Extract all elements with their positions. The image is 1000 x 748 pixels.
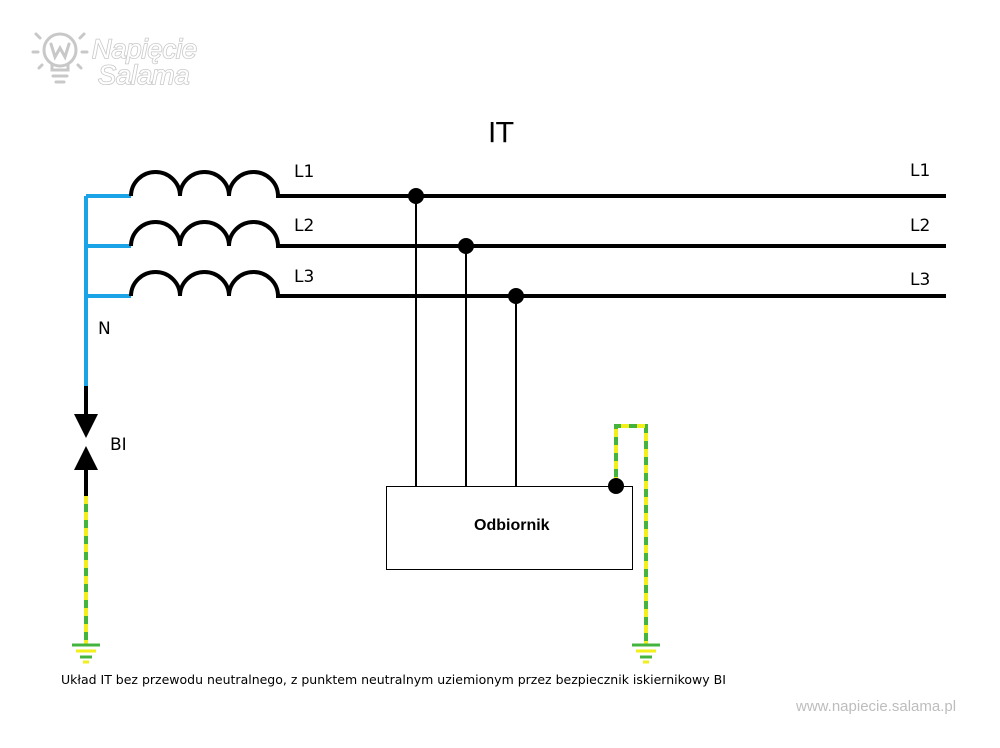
phase-label-left-l2: L2: [294, 216, 314, 236]
junction-l2: [458, 238, 474, 254]
transformer-windings: [129, 170, 280, 297]
phase-label-right-l3: L3: [910, 270, 930, 290]
spark-gap-label: BI: [110, 435, 127, 455]
ground-symbol-left: [72, 643, 100, 664]
diagram-title: IT: [488, 116, 514, 149]
earth-conductor-right: [614, 424, 648, 644]
phase-label-left-l1: L1: [294, 162, 314, 182]
load-box: [386, 486, 633, 570]
ground-symbol-right: [632, 643, 660, 664]
winding-l2: [129, 220, 280, 247]
logo: Napięcie Salama: [31, 32, 198, 91]
junction-l3: [508, 288, 524, 304]
caption: Układ IT bez przewodu neutralnego, z pun…: [61, 672, 726, 687]
footer-url: www.napiecie.salama.pl: [795, 698, 956, 715]
winding-l1: [129, 170, 280, 197]
junction-l1: [408, 188, 424, 204]
logo-line1: Napięcie: [92, 34, 197, 64]
lightbulb-w-icon: [31, 32, 89, 84]
junction-pe: [608, 478, 624, 494]
phase-conductors: [276, 194, 946, 298]
phase-label-right-l1: L1: [910, 161, 930, 181]
load-taps: [415, 196, 517, 487]
logo-line2: Salama: [98, 60, 190, 90]
phase-label-right-l2: L2: [910, 216, 930, 236]
winding-l3: [129, 270, 280, 297]
phase-label-left-l3: L3: [294, 267, 314, 287]
spark-gap: [74, 386, 98, 496]
neutral-label: N: [98, 319, 111, 339]
load-label: Odbiornik: [474, 517, 550, 534]
neutral-conductor: [84, 194, 131, 386]
